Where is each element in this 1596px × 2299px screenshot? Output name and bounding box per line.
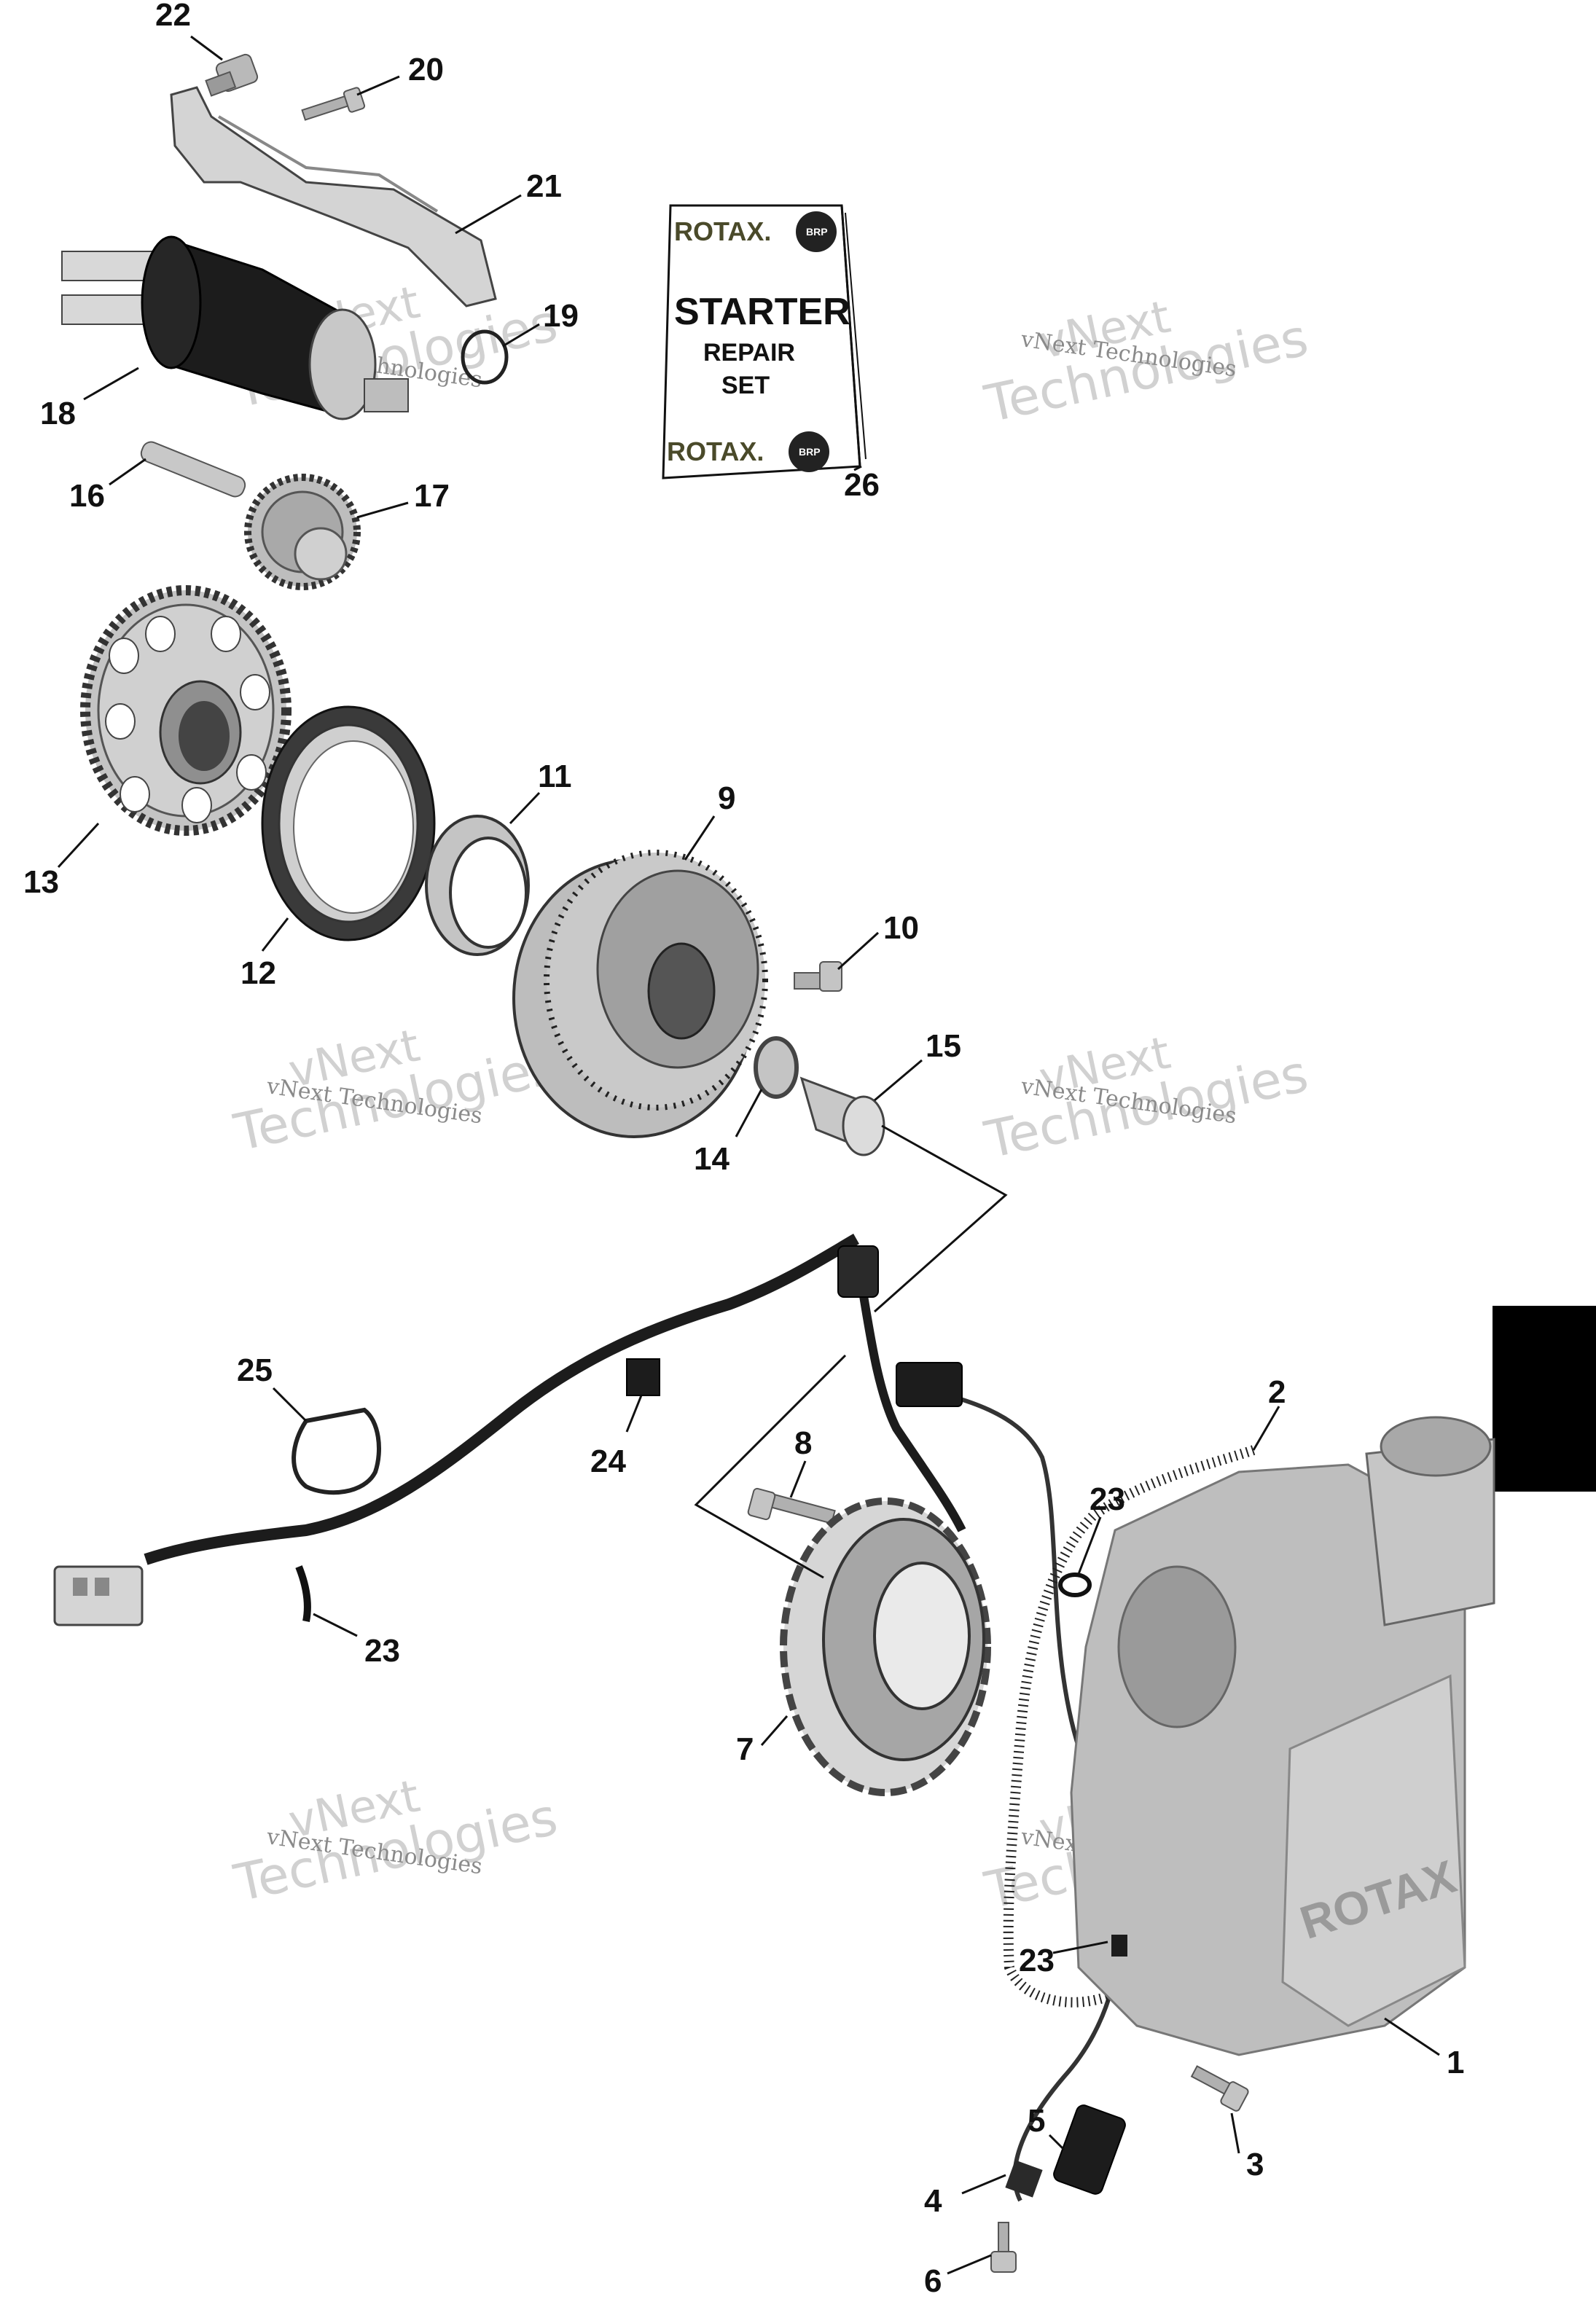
callout-6: 6 bbox=[924, 2263, 942, 2299]
part-3-bolt bbox=[1190, 2065, 1249, 2112]
repair-set-line2: REPAIR bbox=[703, 339, 795, 367]
callout-1: 1 bbox=[1447, 2045, 1464, 2080]
part-2-gasket bbox=[1003, 1445, 1256, 2008]
part-9-flywheel bbox=[512, 850, 768, 1138]
callout-23-gasket: 23 bbox=[1090, 1481, 1125, 1517]
part-11-bearing-ring bbox=[425, 815, 530, 956]
callout-7: 7 bbox=[736, 1731, 754, 1767]
brp-badge-bottom: BRP bbox=[799, 446, 821, 458]
repair-set-line1: STARTER bbox=[674, 291, 850, 333]
part-8-bolt bbox=[747, 1487, 836, 1524]
part-22-bolt bbox=[205, 53, 259, 97]
callout-13: 13 bbox=[23, 864, 59, 900]
part-18-starter-motor bbox=[61, 235, 409, 420]
part-15-sleeve bbox=[799, 1076, 885, 1156]
part-20-bolt bbox=[301, 87, 366, 121]
callout-15: 15 bbox=[926, 1028, 961, 1064]
callout-22: 22 bbox=[155, 0, 191, 33]
starter-repair-set-card: ROTAX. BRP STARTER REPAIR SET ROTAX. BRP bbox=[662, 204, 867, 479]
part-wiring-harness bbox=[53, 1234, 1123, 2202]
callout-20: 20 bbox=[408, 52, 444, 87]
callout-18: 18 bbox=[40, 396, 76, 431]
callouts: 22 20 21 19 18 16 17 26 11 9 13 10 12 15… bbox=[23, 0, 1464, 2299]
part-16-pin bbox=[140, 441, 246, 498]
part-10-bolt bbox=[794, 961, 842, 992]
callout-14: 14 bbox=[694, 1141, 729, 1177]
part-23-clip-left bbox=[295, 1565, 311, 1622]
part-12-clutch-plate bbox=[261, 705, 436, 941]
brp-badge-top: BRP bbox=[806, 226, 828, 238]
callout-25: 25 bbox=[237, 1352, 273, 1388]
callout-8: 8 bbox=[794, 1425, 812, 1461]
callout-11: 11 bbox=[538, 759, 572, 794]
callout-4: 4 bbox=[924, 2183, 942, 2219]
part-25-clamp bbox=[292, 1407, 381, 1495]
brp-badge-icon bbox=[796, 211, 837, 252]
callout-17: 17 bbox=[414, 478, 450, 514]
part-13-ring-gear bbox=[80, 585, 292, 836]
callout-16: 16 bbox=[69, 478, 105, 514]
part-24-holder bbox=[626, 1358, 660, 1396]
leader-lines bbox=[57, 35, 1440, 2275]
callout-2: 2 bbox=[1268, 1374, 1286, 1410]
part-5-sensor bbox=[1005, 2104, 1126, 2198]
part-17-gear bbox=[244, 474, 361, 590]
callout-19: 19 bbox=[543, 298, 579, 334]
part-1-magneto-cover: ROTAX bbox=[1070, 1416, 1495, 2056]
callout-23-cover: 23 bbox=[1019, 1943, 1055, 1978]
part-23-clip-cover bbox=[1111, 1935, 1127, 1957]
callout-24: 24 bbox=[590, 1444, 626, 1479]
part-14-washer bbox=[754, 1036, 799, 1099]
part-23-clip-gasket bbox=[1058, 1573, 1092, 1597]
callout-21: 21 bbox=[526, 168, 562, 204]
brp-badge-icon bbox=[789, 431, 829, 472]
repair-set-line3: SET bbox=[721, 372, 770, 399]
section-tab bbox=[1493, 1306, 1596, 1492]
callout-26: 26 bbox=[844, 467, 880, 503]
callout-5: 5 bbox=[1028, 2103, 1045, 2139]
part-19-o-ring bbox=[461, 329, 509, 385]
assembly-lines bbox=[694, 1124, 1008, 1579]
rotax-brand-bottom: ROTAX. bbox=[667, 436, 764, 466]
callout-12: 12 bbox=[240, 955, 276, 991]
part-7-stator bbox=[780, 1497, 991, 1796]
callout-23-left: 23 bbox=[364, 1633, 400, 1669]
callout-3: 3 bbox=[1246, 2147, 1264, 2182]
callout-10: 10 bbox=[883, 910, 919, 946]
part-6-bolt bbox=[990, 2222, 1017, 2273]
rotax-brand-top: ROTAX. bbox=[674, 216, 771, 246]
callout-9: 9 bbox=[718, 780, 735, 816]
part-21-bracket bbox=[170, 86, 497, 308]
